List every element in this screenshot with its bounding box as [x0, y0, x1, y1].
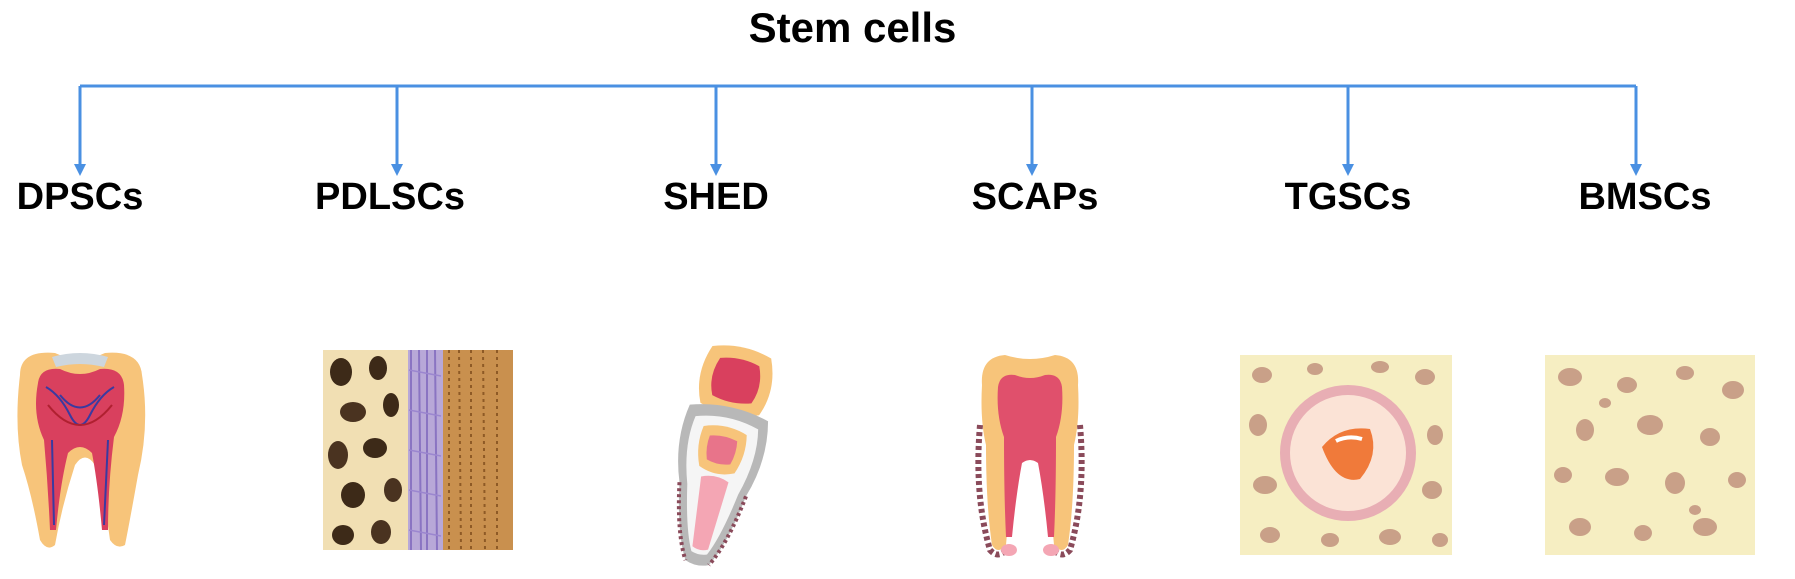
- label-shed: SHED: [663, 176, 769, 218]
- tooth-germ-icon: [1240, 355, 1452, 555]
- label-bmscs: BMSCs: [1578, 176, 1712, 218]
- label-pdlscs: PDLSCs: [315, 176, 465, 218]
- label-tgscs: TGSCs: [1284, 176, 1412, 218]
- periodontal-ligament-icon: [323, 350, 513, 550]
- bone-marrow-icon: [1545, 355, 1755, 555]
- label-scaps: SCAPs: [971, 176, 1099, 218]
- tooth-pulp-icon: [17, 352, 146, 548]
- tooth-apical-papilla-icon: [975, 355, 1085, 558]
- label-dpscs: DPSCs: [16, 176, 144, 218]
- deciduous-tooth-icon: [676, 345, 773, 567]
- diagram-title: Stem cells: [748, 4, 957, 51]
